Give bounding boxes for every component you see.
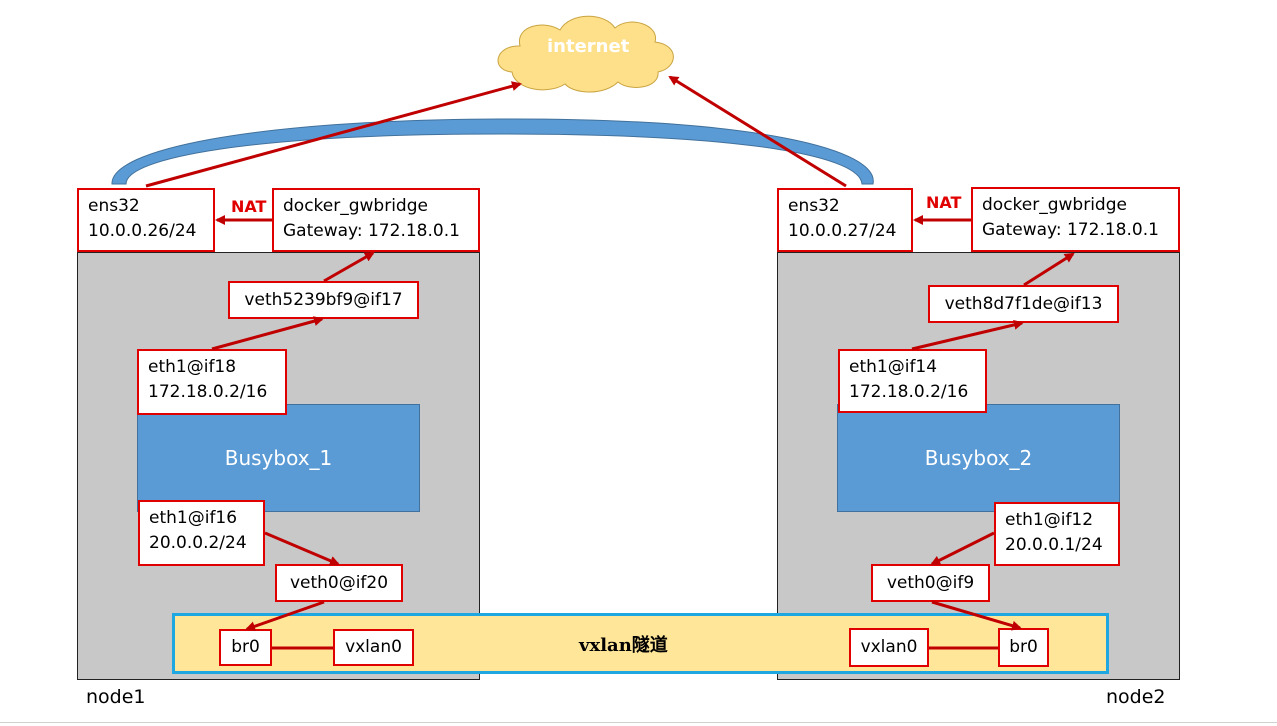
node1-gwbridge-name: docker_gwbridge [283,196,428,216]
node2-ens32-interface: ens32 10.0.0.27/24 [777,188,913,252]
node1-eth-gw-ip: 172.18.0.2/16 [148,382,268,402]
vxlan-tunnel-label: vxlan隧道 [579,635,668,656]
node1-veth-gw-arrow [323,251,375,283]
node1-ens32-ip: 10.0.0.26/24 [88,221,197,241]
node2-vxlan0: vxlan0 [849,628,929,667]
node2-veth-overlay: veth0@if9 [871,564,990,602]
node2-veth-gw: veth8d7f1de@if13 [928,285,1119,323]
node2-eth-gw-ip: 172.18.0.2/16 [849,382,969,402]
node1-vxlan0: vxlan0 [333,629,414,666]
node2-gwbridge-name: docker_gwbridge [982,195,1127,215]
node1-eth-overlay-arrow [264,531,340,566]
node1-eth-gw-interface: eth1@if18 172.18.0.2/16 [137,349,287,415]
node1-docker-gwbridge: docker_gwbridge Gateway: 172.18.0.1 [272,188,480,252]
node1-nat-label: NAT [231,197,267,216]
node2-ens32-ip: 10.0.0.27/24 [788,221,897,241]
node2-label: node2 [1106,686,1166,708]
node2-gwbridge-gateway: Gateway: 172.18.0.1 [982,220,1159,240]
node2-eth-overlay-name: eth1@if12 [1005,510,1094,530]
internet-cloud-icon [497,15,674,93]
node1-gwbridge-gateway: Gateway: 172.18.0.1 [283,221,460,241]
node2-eth-overlay-ip: 20.0.0.1/24 [1005,535,1103,555]
node1-to-internet-arrow [145,81,522,188]
busybox-1-container: Busybox_1 [137,404,420,512]
vxlan-tunnel [172,613,1109,674]
busybox-2-container: Busybox_2 [837,404,1120,512]
node2-eth-overlay-arrow [930,531,995,566]
node2-eth-overlay-interface: eth1@if12 20.0.0.1/24 [994,502,1120,566]
host-link-arc [111,118,874,185]
node2-veth-overlay-arrow [931,600,1022,631]
node2-eth-gw-name: eth1@if14 [849,357,938,377]
node1-eth-overlay-ip: 20.0.0.2/24 [149,533,247,553]
node2-veth-gw-arrow [1023,252,1075,287]
slide-bottom-divider [0,722,1277,723]
node1-eth-overlay-interface: eth1@if16 20.0.0.2/24 [138,500,265,566]
node1-label: node1 [86,686,146,708]
node2-br0: br0 [998,628,1049,667]
node1-veth-overlay-arrow [245,600,325,632]
node1-eth-overlay-name: eth1@if16 [149,508,238,528]
node2-nat-label: NAT [926,193,962,212]
node2-eth-gw-arrow [911,319,1024,351]
node1-ens32-interface: ens32 10.0.0.26/24 [77,188,215,252]
node1-ens32-name: ens32 [88,196,140,216]
internet-label: internet [547,36,630,57]
node2-ens32-name: ens32 [788,196,840,216]
node2-docker-gwbridge: docker_gwbridge Gateway: 172.18.0.1 [971,187,1180,252]
node1-eth-gw-name: eth1@if18 [148,357,237,377]
node1-eth-gw-arrow [211,316,324,351]
node2-to-internet-arrow [668,75,847,188]
